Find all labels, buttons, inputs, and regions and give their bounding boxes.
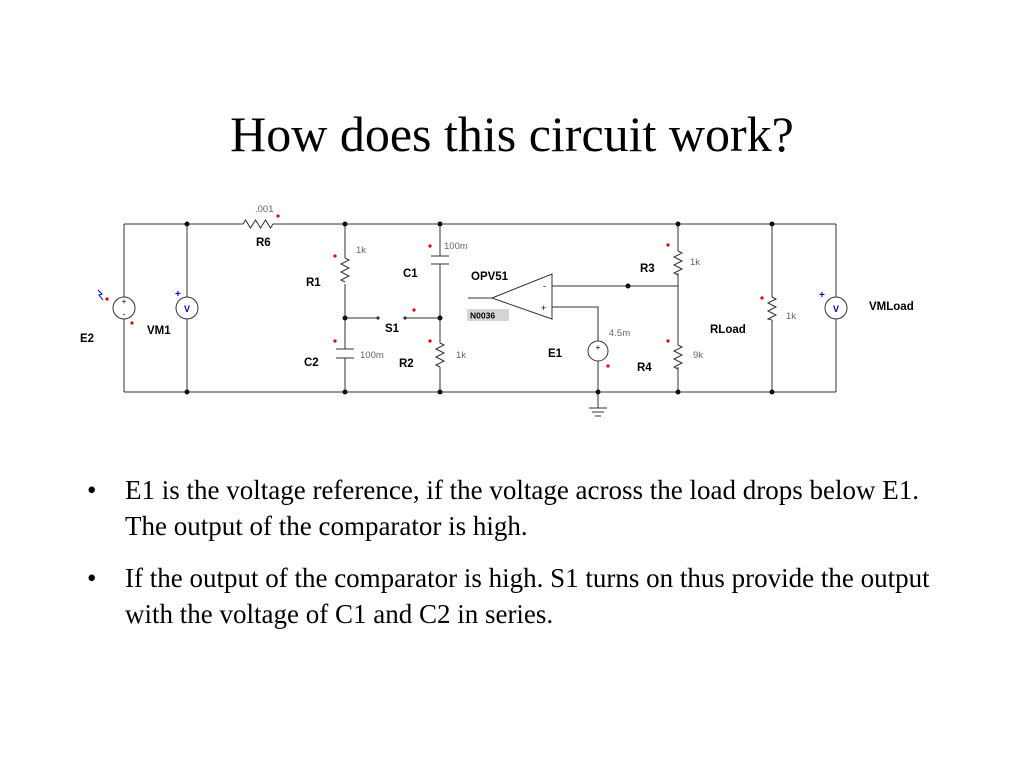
label-r6: R6 <box>256 237 271 249</box>
junction-dot <box>437 315 443 321</box>
capacitor-c1: 100m C1 <box>403 241 468 280</box>
junction-dot <box>675 221 681 227</box>
svg-text:+: + <box>819 290 825 301</box>
junction-dot <box>625 283 631 289</box>
svg-text:-: - <box>543 281 546 291</box>
label-r4: R4 <box>637 362 652 374</box>
svg-text:1k: 1k <box>356 245 366 256</box>
lightning-icon <box>97 289 104 301</box>
junction-dot <box>437 389 443 395</box>
circuit-wires <box>123 223 837 408</box>
resistor-r2: 1k R2 <box>399 339 466 370</box>
svg-text:1k: 1k <box>786 311 796 322</box>
label-c2: C2 <box>304 357 319 369</box>
bullet-marker: • <box>87 563 97 593</box>
label-opv51: OPV51 <box>471 271 509 283</box>
resistor-r1: 1k R1 <box>306 245 366 289</box>
svg-text:V: V <box>184 304 190 314</box>
resistor-r3: 1k R3 <box>640 243 700 276</box>
label-vm1: VM1 <box>147 325 171 337</box>
label-r3: R3 <box>640 263 655 275</box>
junction-dots <box>184 221 775 395</box>
svg-text:+: + <box>541 303 546 313</box>
svg-text:.001: .001 <box>255 204 274 215</box>
svg-text:100m: 100m <box>444 241 468 252</box>
svg-text:1k: 1k <box>456 350 466 361</box>
junction-dot <box>675 389 681 395</box>
junction-dot <box>184 389 190 395</box>
bullet-list: • E1 is the voltage reference, if the vo… <box>87 472 947 648</box>
label-s1: S1 <box>385 323 400 335</box>
junction-dot <box>595 389 601 395</box>
source-e1: + 4.5m E1 <box>548 328 630 417</box>
bullet-item: • E1 is the voltage reference, if the vo… <box>87 472 947 544</box>
slide-title: How does this circuit work? <box>230 106 794 162</box>
resistor-r4: 9k R4 <box>637 339 703 374</box>
bullet-marker: • <box>87 475 97 505</box>
junction-dot <box>342 221 348 227</box>
label-vmload: VMLoad <box>869 301 914 313</box>
junction-dot <box>437 221 443 227</box>
svg-text:1k: 1k <box>690 257 700 268</box>
switch-s1: S1 <box>376 308 416 335</box>
opamp-opv51: - + OPV51 N0036 <box>467 271 553 321</box>
svg-text:+: + <box>596 343 601 352</box>
bullet-item: • If the output of the comparator is hig… <box>87 560 947 632</box>
label-e2: E2 <box>80 333 94 345</box>
label-c1: C1 <box>403 268 418 280</box>
label-rload: RLoad <box>710 324 746 336</box>
source-e2: + - E2 <box>80 289 136 345</box>
svg-text:4.5m: 4.5m <box>609 328 630 339</box>
svg-text:-: - <box>123 309 126 319</box>
opamp-part-tag: N0036 <box>470 311 495 321</box>
resistor-r6: .001 R6 <box>242 204 280 249</box>
label-r2: R2 <box>399 358 414 370</box>
junction-dot <box>184 221 190 227</box>
junction-dot <box>342 315 348 321</box>
resistor-rload: 1k RLoad <box>710 296 796 336</box>
label-r1: R1 <box>306 277 321 289</box>
junction-dot <box>342 389 348 395</box>
svg-text:+: + <box>122 297 127 306</box>
svg-text:V: V <box>833 304 839 314</box>
bullet-text: E1 is the voltage reference, if the volt… <box>125 475 919 541</box>
svg-text:+: + <box>175 289 181 300</box>
bullet-text: If the output of the comparator is high.… <box>125 563 930 629</box>
label-e1: E1 <box>548 348 563 360</box>
svg-text:100m: 100m <box>360 350 384 361</box>
voltmeter-vmload: V + VMLoad <box>819 290 914 320</box>
junction-dot <box>769 389 775 395</box>
junction-dot <box>769 221 775 227</box>
voltmeter-vm1: V + VM1 <box>147 289 199 337</box>
svg-text:9k: 9k <box>693 350 703 361</box>
capacitor-c2: 100m C2 <box>304 339 384 369</box>
